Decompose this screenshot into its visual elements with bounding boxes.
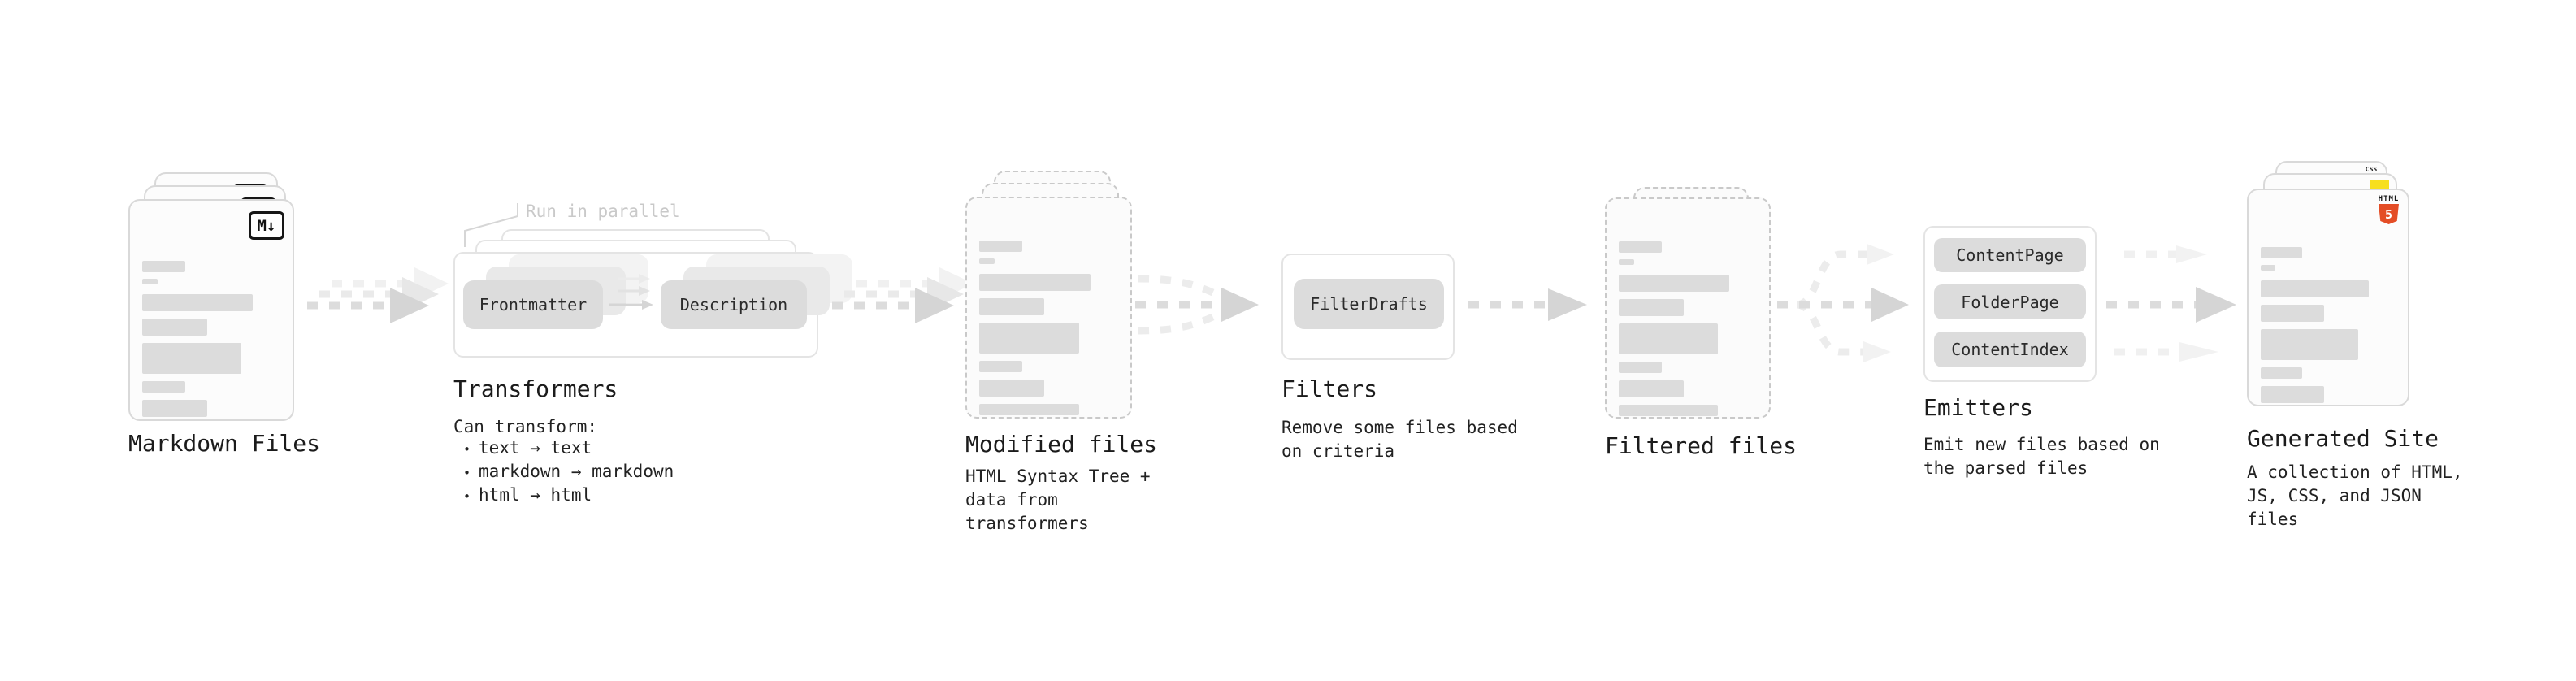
placeholder-bar <box>2261 265 2276 271</box>
contentindex-pill: ContentIndex <box>1934 332 2086 367</box>
placeholder-bar <box>142 294 253 311</box>
placeholder-bar <box>979 241 1022 252</box>
contentpage-pill: ContentPage <box>1934 238 2086 272</box>
placeholder-bar <box>1619 380 1684 397</box>
stage-title: Transformers <box>453 375 618 402</box>
stage-subtitle: Emit new files based on the parsed files <box>1923 435 2160 478</box>
bullet-text: html → html <box>479 485 592 505</box>
placeholder-bar <box>2261 367 2303 379</box>
placeholder-bar <box>1619 259 1634 265</box>
markdown-icon: M↓ <box>249 211 284 240</box>
transform-bullet-list: • text → text • markdown → markdown • ht… <box>453 437 674 508</box>
placeholder-bar <box>979 274 1091 291</box>
markdown-file-card-front: M↓ <box>128 199 294 421</box>
placeholder-bar <box>1619 299 1684 316</box>
arrow-filters-to-filtered <box>1468 288 1587 321</box>
folderpage-pill: FolderPage <box>1934 284 2086 319</box>
arrow-transformers-to-modified <box>832 267 974 323</box>
doc-content-placeholder <box>967 221 1130 415</box>
placeholder-bar <box>142 279 158 284</box>
stage-filtered-files: Filtered files <box>1605 187 1816 496</box>
arrow-modified-to-filters-fan-in <box>1135 275 1259 335</box>
placeholder-bar <box>2261 247 2303 258</box>
html5-icon-shield: 5 <box>2379 204 2399 224</box>
html5-icon: HTML 5 <box>2378 195 2400 224</box>
annotation-leader-line <box>464 203 518 247</box>
bullet-text: markdown → markdown <box>479 462 674 481</box>
doc-content-placeholder <box>1607 222 1769 416</box>
stage-title: Filters <box>1281 375 1378 402</box>
stage-subtitle: HTML Syntax Tree + data from transformer… <box>965 466 1151 533</box>
placeholder-bar <box>979 361 1022 372</box>
placeholder-bar <box>142 261 185 272</box>
stage-transformers: Run in parallel Frontmatter Description … <box>453 201 852 526</box>
bullet-icon: • <box>463 489 471 504</box>
modified-file-card-front <box>965 197 1132 419</box>
placeholder-bar <box>979 380 1045 397</box>
bullet-item: • html → html <box>453 484 674 508</box>
frontmatter-pill: Frontmatter <box>463 280 603 329</box>
css-icon-label: CSS <box>2365 166 2378 173</box>
pill-to-pill-arrows <box>609 274 653 310</box>
placeholder-bar <box>142 343 242 374</box>
placeholder-bar <box>1619 323 1719 354</box>
description-pill: Description <box>661 280 807 329</box>
filtered-file-card-front <box>1605 197 1771 419</box>
placeholder-bar <box>142 319 207 336</box>
placeholder-bar <box>1619 275 1729 292</box>
javascript-icon <box>2370 180 2389 189</box>
placeholder-bar <box>2261 386 2325 403</box>
filterdrafts-pill: FilterDrafts <box>1294 279 1444 329</box>
stage-title: Emitters <box>1923 394 2033 421</box>
placeholder-bar <box>979 258 995 264</box>
placeholder-bar <box>142 381 185 393</box>
stage-title: Modified files <box>965 431 1158 458</box>
placeholder-bar <box>1619 362 1662 373</box>
arrow-filtered-to-emitters-fan-out <box>1777 244 1909 362</box>
placeholder-bar <box>2261 305 2325 322</box>
bullet-icon: • <box>463 466 471 480</box>
stage-subtitle: Remove some files based on criteria <box>1281 418 1518 461</box>
placeholder-bar <box>142 400 207 417</box>
stage-title: Markdown Files <box>128 430 321 457</box>
stage-subtitle: Can transform: <box>453 417 598 436</box>
bullet-text: text → text <box>479 438 592 458</box>
stage-filters: FilterDrafts Filters Remove some files b… <box>1281 254 1525 481</box>
run-in-parallel-note: Run in parallel <box>526 202 680 221</box>
arrows-emitters-to-generated <box>2106 245 2236 362</box>
placeholder-bar <box>979 323 1080 354</box>
placeholder-bar <box>2261 280 2369 297</box>
stage-modified-files: Modified files HTML Syntax Tree + data f… <box>965 171 1177 533</box>
stage-markdown-files: M↓ M↓ M↓ Markdown Files <box>128 172 340 481</box>
bullet-icon: • <box>463 442 471 457</box>
bullet-item: • text → text <box>453 437 674 461</box>
html5-icon-label: HTML <box>2378 195 2400 203</box>
arrow-markdown-to-transformers <box>307 267 449 323</box>
stage-subtitle: A collection of HTML, JS, CSS, and JSON … <box>2247 462 2463 529</box>
placeholder-bar <box>979 404 1080 415</box>
doc-content-placeholder <box>130 241 293 424</box>
doc-content-placeholder <box>2249 228 2408 410</box>
placeholder-bar <box>979 298 1045 315</box>
stage-title: Generated Site <box>2247 425 2439 452</box>
placeholder-bar <box>1619 405 1719 416</box>
bullet-item: • markdown → markdown <box>453 461 674 484</box>
stage-title: Filtered files <box>1605 432 1798 459</box>
stage-generated-site: CSS HTML 5 Generated Site A collectio <box>2247 161 2474 529</box>
generated-html-file-card: HTML 5 <box>2247 189 2409 406</box>
placeholder-bar <box>2261 329 2358 360</box>
placeholder-bar <box>1619 241 1662 253</box>
stage-emitters: ContentPage FolderPage ContentIndex Emit… <box>1923 226 2167 494</box>
